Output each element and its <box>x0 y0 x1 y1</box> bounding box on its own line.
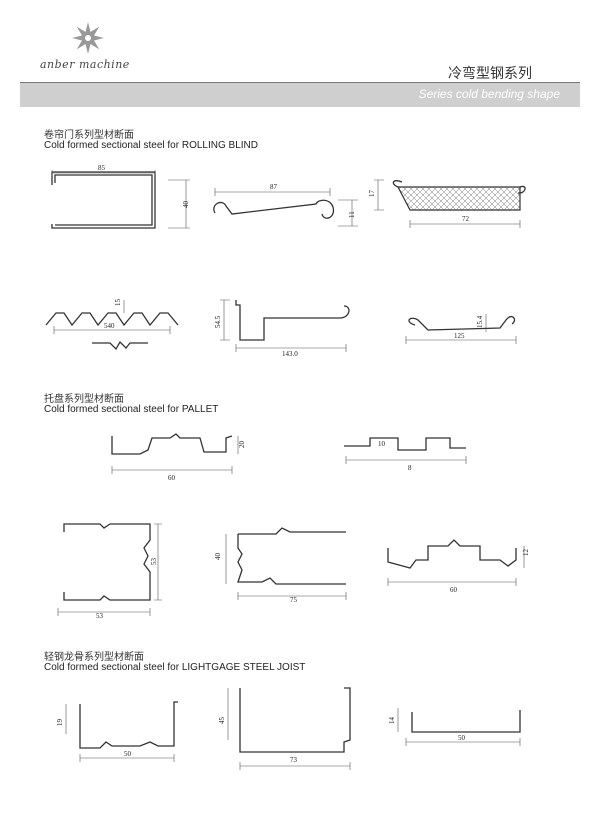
page-title: 冷弯型钢系列 <box>448 66 532 82</box>
dim-rb4-width: 540 <box>104 322 115 330</box>
star-logo-icon <box>72 22 104 54</box>
dim-l1-height: 19 <box>56 719 64 727</box>
dim-rb3-width: 72 <box>462 215 470 223</box>
section-joist-en: Cold formed sectional steel for LIGHTGAG… <box>44 662 306 673</box>
section-pallet-en: Cold formed sectional steel for PALLET <box>44 404 219 415</box>
profile-pallet-ribbed-5: 12 60 <box>387 539 530 594</box>
profile-joist-u-3: 14 50 <box>388 708 521 746</box>
dim-rb5-height: 54.5 <box>214 315 222 328</box>
profile-rb-double-curl: 15.4 125 <box>405 314 517 344</box>
section-pallet-cn: 托盘系列型材断面 <box>44 394 124 405</box>
dim-p1-height: 20 <box>238 441 246 449</box>
dim-p4-width: 75 <box>290 596 298 604</box>
brand-name: anber machine <box>40 58 130 71</box>
dim-rb6-width: 125 <box>454 332 465 340</box>
dim-p5-width: 60 <box>450 586 458 594</box>
profile-rb-corrugated: 540 15 <box>45 299 179 351</box>
section-joist-cn: 轻钢龙骨系列型材断面 <box>44 652 144 663</box>
section-rolling-blind-en: Cold formed sectional steel for ROLLING … <box>44 140 258 151</box>
profile-pallet-hat-2: 10 8 <box>344 437 467 472</box>
profile-pallet-ribbed-1: 60 20 <box>111 433 246 482</box>
dim-p3-width: 53 <box>96 612 104 620</box>
dim-rb4-height: 15 <box>114 299 122 307</box>
profile-rb-c-channel: 85 40 <box>51 164 190 229</box>
dim-rb1-height: 40 <box>182 201 190 209</box>
dim-rb2-height: 11 <box>348 211 356 218</box>
dim-p5-height: 12 <box>522 549 530 557</box>
dim-l1-width: 50 <box>124 750 132 758</box>
title-banner: Series cold bending shape <box>20 82 580 107</box>
dim-l3-width: 50 <box>458 734 466 742</box>
profile-joist-u-2: 45 73 <box>218 687 351 770</box>
dim-l2-height: 45 <box>218 717 226 725</box>
dim-l2-width: 73 <box>290 756 298 764</box>
dim-p1-width: 60 <box>168 474 176 482</box>
dim-rb5-width: 143.0 <box>282 350 298 358</box>
profile-rb-foam-slat: 17 72 <box>368 179 526 228</box>
dim-p3-height: 53 <box>150 558 158 566</box>
dim-rb6-height: 15.4 <box>476 315 484 328</box>
dim-l3-height: 14 <box>388 717 396 725</box>
profile-rb-curl-slat: 87 11 <box>213 183 358 227</box>
dim-p2-width: 8 <box>408 464 412 472</box>
banner-text: Series cold bending shape <box>418 87 560 101</box>
section-rolling-blind-cn: 卷帘门系列型材断面 <box>44 130 134 141</box>
profile-pallet-ribbed-4: 40 75 <box>214 527 347 604</box>
dim-rb3-height: 17 <box>368 190 376 198</box>
profile-pallet-c-3: 53 53 <box>57 523 162 620</box>
profile-rb-z-curl: 54.5 143.0 <box>214 299 350 358</box>
dim-rb1-width: 85 <box>98 164 106 172</box>
dim-p4-height: 40 <box>214 553 222 561</box>
dim-rb2-width: 87 <box>270 183 278 191</box>
profile-joist-u-1: 19 50 <box>56 701 178 762</box>
dim-p2-height: 10 <box>378 440 386 448</box>
